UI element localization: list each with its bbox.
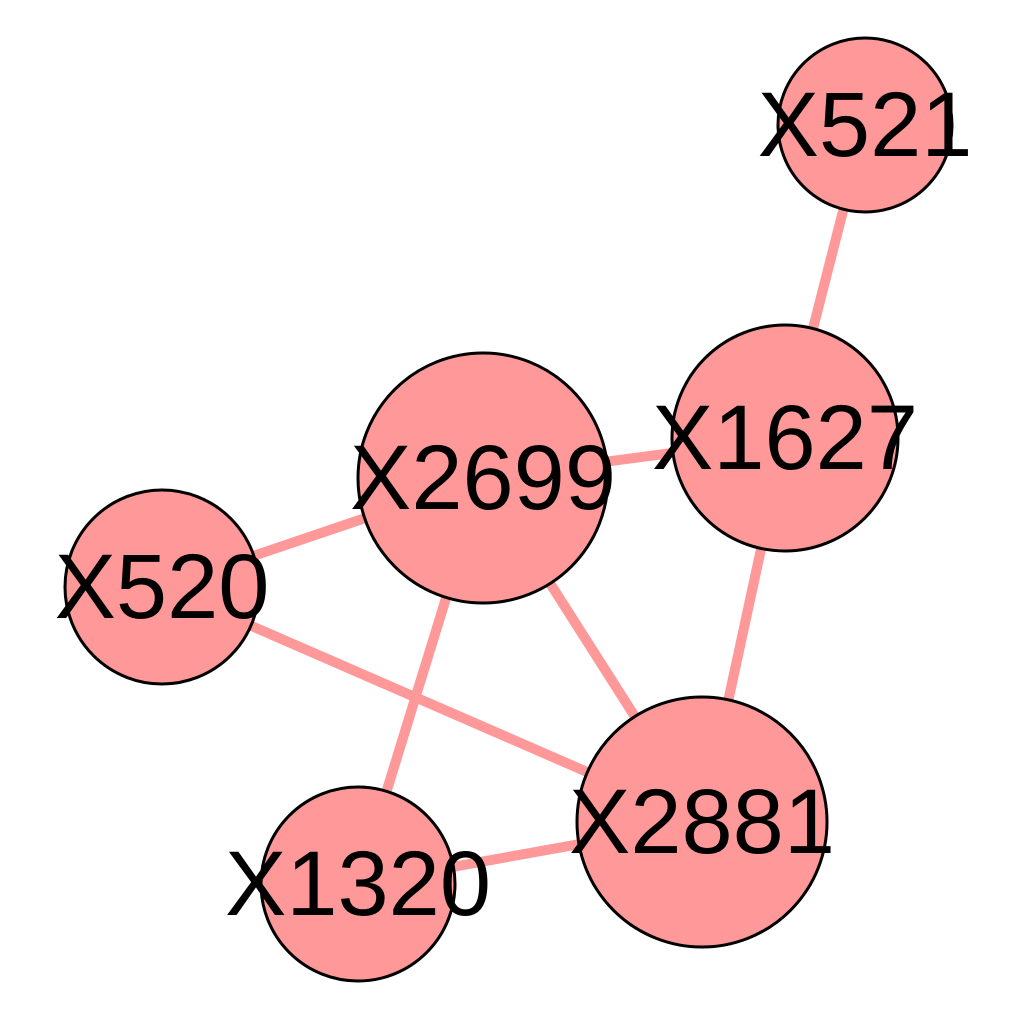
- node-label: X521: [758, 74, 973, 176]
- node-X1627: X1627: [652, 323, 918, 553]
- node-circle: [776, 36, 954, 214]
- node-circle: [63, 488, 261, 686]
- node-X520: X520: [55, 488, 270, 686]
- node-label: X520: [55, 536, 270, 638]
- node-circle: [670, 323, 900, 553]
- node-X2881: X2881: [569, 695, 835, 949]
- node-circle: [259, 785, 457, 983]
- node-label: X1320: [225, 833, 491, 935]
- node-X2699: X2699: [350, 351, 616, 605]
- node-label: X2881: [569, 771, 835, 873]
- node-circle: [356, 351, 610, 605]
- node-label: X1627: [652, 387, 918, 489]
- node-X1320: X1320: [225, 785, 491, 983]
- node-X521: X521: [758, 36, 973, 214]
- node-label: X2699: [350, 427, 616, 529]
- node-circle: [575, 695, 829, 949]
